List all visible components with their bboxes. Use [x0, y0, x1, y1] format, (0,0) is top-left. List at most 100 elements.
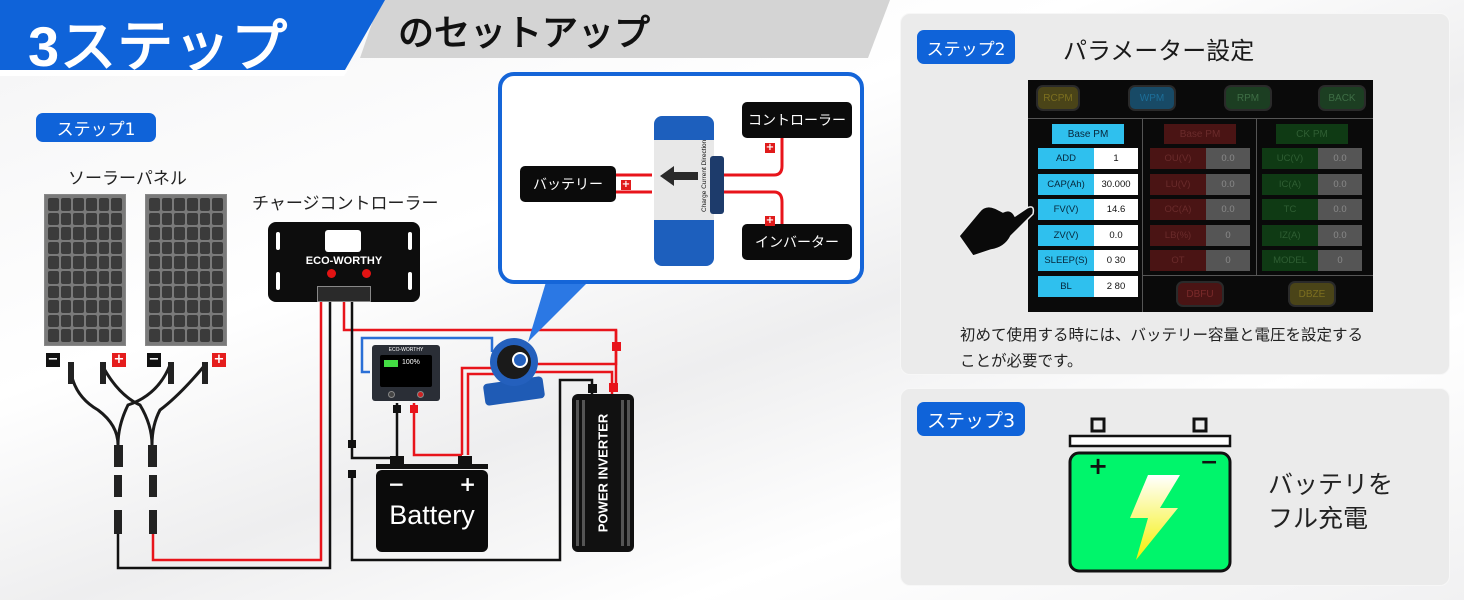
- parameter-row[interactable]: OU(V)0.0: [1150, 148, 1250, 169]
- wpm-button[interactable]: WPM: [1130, 87, 1174, 109]
- solar-cell: [73, 198, 84, 211]
- parameter-row[interactable]: CAP(Ah)30.000: [1038, 173, 1138, 195]
- battery-minus-sign: −: [1200, 450, 1219, 475]
- parameter-value[interactable]: 0.0: [1094, 224, 1138, 246]
- parameter-value[interactable]: 0.0: [1206, 173, 1250, 195]
- solar-cell: [187, 198, 198, 211]
- back-button[interactable]: BACK: [1320, 87, 1364, 109]
- dbze-button[interactable]: DBZE: [1290, 283, 1334, 305]
- power-inverter: POWER INVERTER: [572, 394, 634, 552]
- solar-cell: [174, 212, 185, 226]
- solar-cell: [111, 329, 122, 342]
- solar-cell: [161, 300, 173, 313]
- solar-cell: [73, 212, 84, 226]
- parameter-row[interactable]: LB(%)0: [1150, 224, 1250, 246]
- parameter-value[interactable]: 0 30: [1094, 250, 1138, 271]
- controller-led: [327, 269, 336, 278]
- battery-label: Battery: [389, 500, 475, 530]
- parameter-row[interactable]: ZV(V)0.0: [1038, 224, 1138, 246]
- solar-cell: [86, 198, 97, 211]
- parameter-value[interactable]: 0: [1318, 250, 1362, 271]
- charged-battery-icon: [1068, 417, 1232, 573]
- solar-cell: [199, 198, 211, 211]
- parameter-row[interactable]: OC(A)0.0: [1150, 199, 1250, 220]
- solar-cell: [98, 256, 110, 269]
- monitor-battery-icon: [384, 360, 398, 367]
- inverter-negative-wire: [350, 378, 594, 562]
- solar-cell: [111, 227, 122, 240]
- parameter-row[interactable]: UC(V)0.0: [1262, 148, 1362, 169]
- solar-cell: [60, 227, 72, 240]
- panel1-positive-icon: +: [112, 352, 126, 367]
- solar-cell: [174, 241, 185, 255]
- parameter-value[interactable]: 1: [1094, 148, 1138, 169]
- parameter-row[interactable]: FV(V)14.6: [1038, 199, 1138, 220]
- solar-cell: [98, 198, 110, 211]
- solar-cell: [48, 212, 59, 226]
- fuse-icon: [393, 405, 401, 413]
- description-line: ことが必要です。: [960, 352, 1083, 370]
- parameter-value[interactable]: 0.0: [1318, 148, 1362, 169]
- ck-pm-header: CK PM: [1276, 124, 1348, 144]
- parameter-key: TC: [1262, 199, 1318, 220]
- solar-cell: [48, 329, 59, 342]
- parameter-key: BL: [1038, 275, 1094, 297]
- solar-cell: [86, 300, 97, 313]
- sensor-body-icon: [654, 116, 724, 266]
- step1-badge: ステップ1: [36, 113, 156, 142]
- sensor-to-controller-wire: [510, 330, 618, 366]
- parameter-value[interactable]: 0.0: [1318, 173, 1362, 195]
- parameter-value[interactable]: 14.6: [1094, 199, 1138, 220]
- solar-cell: [187, 212, 198, 226]
- solar-cell: [174, 198, 185, 211]
- solar-cell: [60, 212, 72, 226]
- parameter-row[interactable]: SLEEP(S)0 30: [1038, 250, 1138, 271]
- parameter-key: OT: [1150, 250, 1206, 271]
- rcpm-button[interactable]: RCPM: [1038, 87, 1078, 109]
- solar-cell: [212, 285, 223, 299]
- parameter-screen: RCPM WPM RPM BACK Base PM Base PM CK PM …: [1028, 80, 1373, 312]
- parameter-value[interactable]: 0.0: [1318, 224, 1362, 246]
- fuse-icon: [609, 383, 618, 392]
- parameter-row[interactable]: LU(V)0.0: [1150, 173, 1250, 195]
- parameter-value[interactable]: 2 80: [1094, 275, 1138, 297]
- header-banner-edge: [0, 70, 348, 76]
- screen-divider: [1142, 119, 1143, 312]
- inverter-label: POWER INVERTER: [595, 413, 611, 533]
- solar-cell: [161, 271, 173, 284]
- parameter-value[interactable]: 0: [1206, 224, 1250, 246]
- solar-cell: [98, 314, 110, 328]
- solar-cell: [174, 227, 185, 240]
- parameter-value[interactable]: 0.0: [1206, 199, 1250, 220]
- dbfu-button[interactable]: DBFU: [1178, 283, 1222, 305]
- solar-cell: [60, 314, 72, 328]
- solar-cell: [161, 314, 173, 328]
- controller-negative-wire: [350, 302, 398, 460]
- solar-cell: [212, 227, 223, 240]
- monitor-comms-cable: [360, 336, 494, 374]
- parameter-value[interactable]: 0.0: [1318, 199, 1362, 220]
- solar-cell: [73, 300, 84, 313]
- step2-badge: ステップ2: [917, 30, 1015, 64]
- rpm-button[interactable]: RPM: [1226, 87, 1270, 109]
- solar-cell: [48, 241, 59, 255]
- solar-cell: [199, 300, 211, 313]
- battery-monitor: ECO-WORTHY 100%: [372, 345, 440, 401]
- parameter-value[interactable]: 30.000: [1094, 173, 1138, 195]
- parameter-value[interactable]: 0: [1206, 250, 1250, 271]
- solar-cell: [161, 212, 173, 226]
- parameter-key: IC(A): [1262, 173, 1318, 195]
- parameter-row[interactable]: IZ(A)0.0: [1262, 224, 1362, 246]
- solar-panel-1: [44, 194, 126, 346]
- solar-cell: [98, 212, 110, 226]
- solar-cell: [199, 241, 211, 255]
- parameter-row[interactable]: IC(A)0.0: [1262, 173, 1362, 195]
- parameter-value[interactable]: 0.0: [1206, 148, 1250, 169]
- current-sensor-icon: [483, 338, 545, 406]
- step3-text: バッテリを フル充電: [1268, 468, 1393, 536]
